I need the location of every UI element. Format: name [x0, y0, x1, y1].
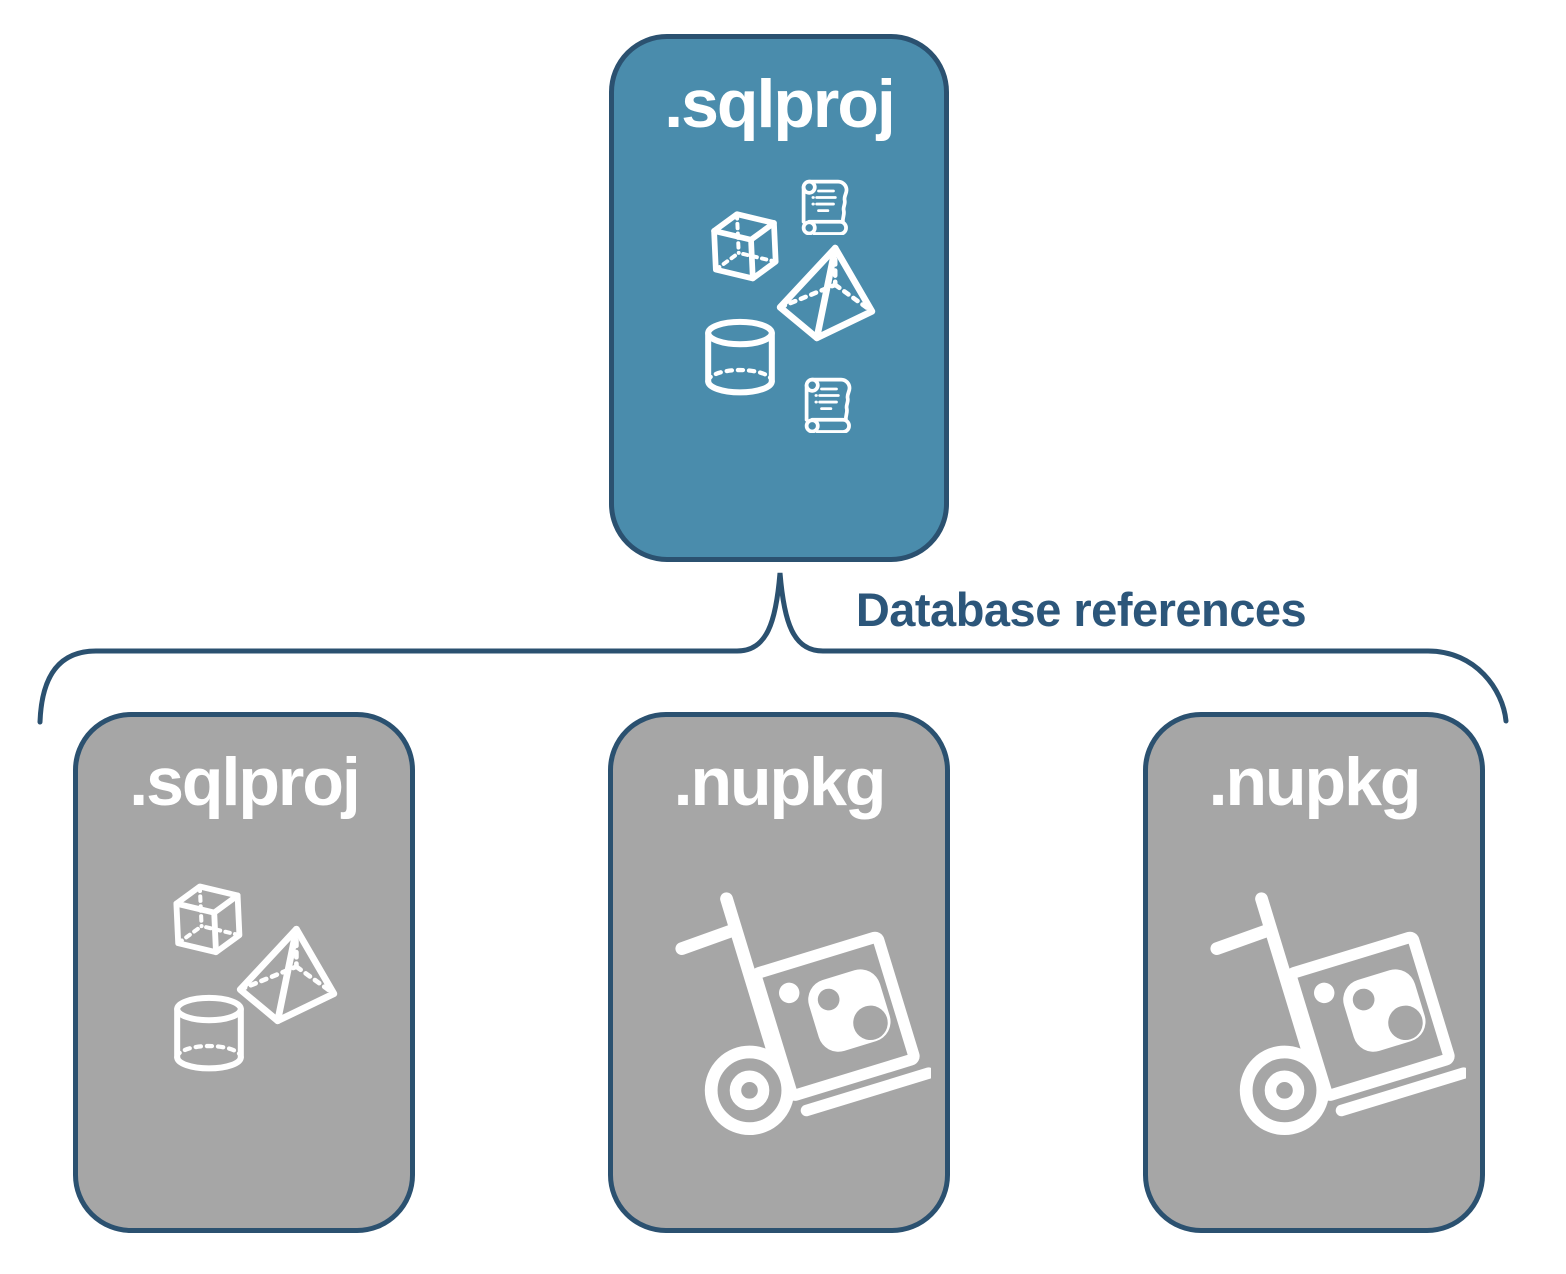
cube-icon: [711, 211, 779, 282]
nuget-package-icon: [1210, 892, 1466, 1136]
cylinder-icon: [705, 318, 775, 396]
child-node-nupkg: .nupkg: [1143, 712, 1485, 1233]
child-node-title: .sqlproj: [129, 744, 361, 820]
pyramid-icon: [776, 244, 876, 342]
root-node-title: .sqlproj: [664, 66, 896, 142]
cube-icon: [173, 883, 243, 956]
cylinder-icon: [174, 994, 244, 1072]
connector-label: Database references: [855, 583, 1307, 636]
root-node-sqlproj: .sqlproj: [609, 34, 949, 562]
child-node-nupkg: .nupkg: [608, 712, 950, 1233]
child-node-sqlproj: .sqlproj: [73, 712, 415, 1233]
child-node-title: .nupkg: [1208, 744, 1422, 820]
pyramid-icon: [236, 925, 338, 1025]
nuget-package-icon: [675, 892, 931, 1136]
child-node-title: .nupkg: [673, 744, 887, 820]
scroll-icon: [804, 377, 852, 433]
scroll-icon: [801, 179, 849, 235]
